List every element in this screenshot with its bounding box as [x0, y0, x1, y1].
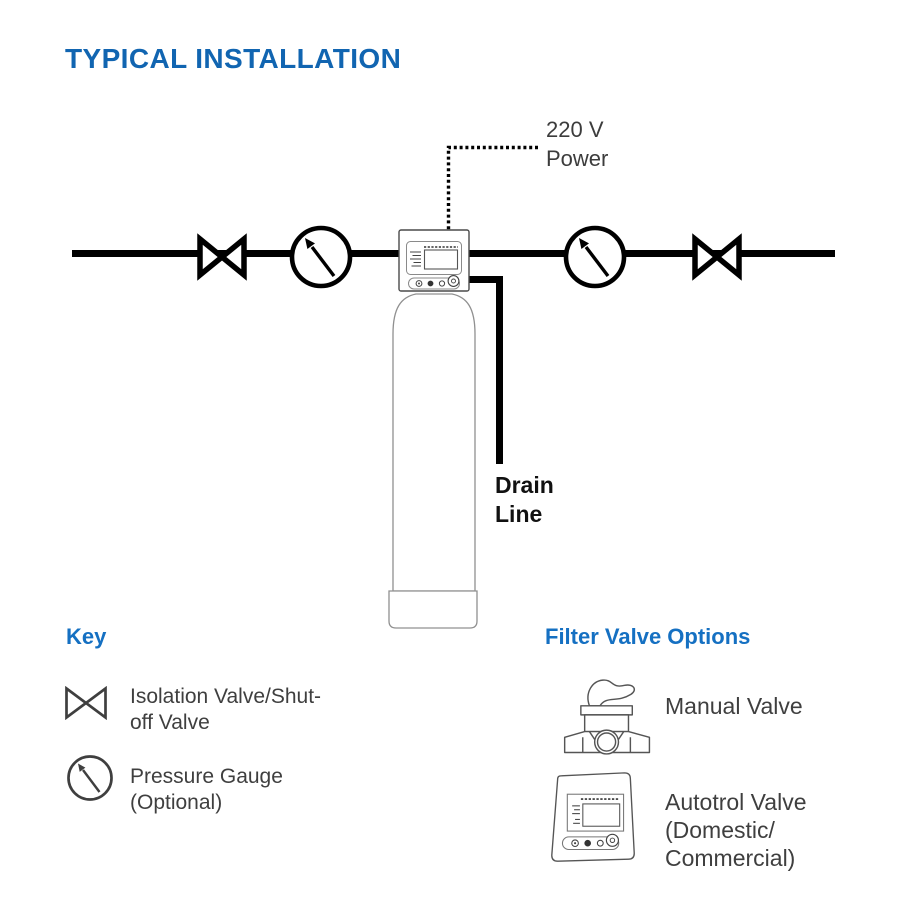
page-title: TYPICAL INSTALLATION — [65, 43, 402, 74]
isolation-valve-left-icon — [197, 233, 247, 281]
key-item-pressure-gauge-label: Pressure Gauge (Optional) — [130, 765, 283, 814]
autotrol-valve-head-icon — [398, 229, 470, 292]
media-tank — [388, 293, 478, 629]
pressure-gauge-icon — [67, 755, 113, 801]
option-autotrol-valve — [545, 769, 642, 866]
isolation-valve-icon — [65, 686, 107, 720]
key-item-isolation-valve-label: Isolation Valve/Shut- off Valve — [130, 685, 322, 734]
filter-valve-options-section: Filter Valve Options Manual Val — [545, 624, 885, 874]
manual-valve-icon — [563, 679, 651, 755]
option-manual-valve-label: Manual Valve — [665, 693, 803, 719]
power-label: 220 V Power — [546, 115, 608, 173]
installation-diagram — [72, 145, 835, 629]
drain-line-label: Drain Line — [495, 471, 554, 529]
drain-line — [468, 276, 503, 464]
key-item-isolation-valve — [64, 686, 108, 720]
power-label-line1: 220 V — [546, 117, 604, 142]
isolation-valve-right-icon — [692, 233, 742, 281]
option-manual-valve — [558, 670, 658, 755]
drain-label-line1: Drain — [495, 472, 554, 498]
option-autotrol-valve-label: Autotrol Valve (Domestic/ Commercial) — [665, 789, 807, 871]
key-section: Key Isolation Valve/Shut- off Valve — [64, 624, 406, 844]
filter-valve-options-heading: Filter Valve Options — [545, 624, 751, 649]
pressure-gauge-right-icon — [563, 225, 627, 289]
autotrol-valve-icon — [551, 772, 635, 862]
key-heading: Key — [66, 624, 107, 649]
key-item-pressure-gauge — [66, 754, 114, 802]
pressure-gauge-left-icon — [289, 225, 353, 289]
drain-label-line2: Line — [495, 501, 543, 527]
power-line-dotted — [446, 145, 538, 231]
power-label-line2: Power — [546, 146, 609, 171]
